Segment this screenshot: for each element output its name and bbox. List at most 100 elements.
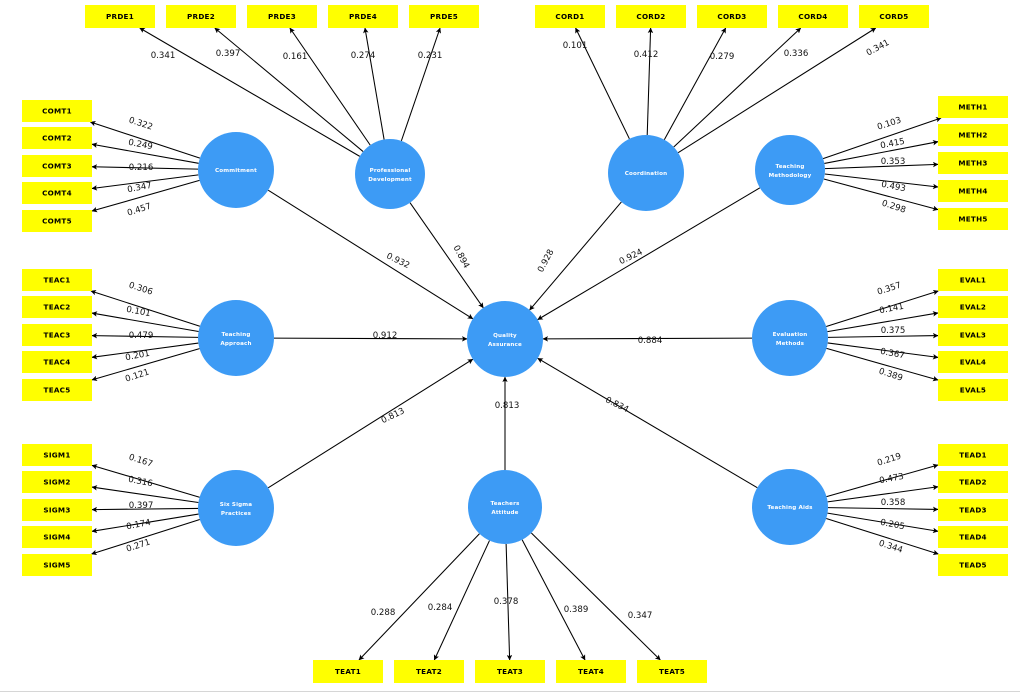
indicator-sigm1[interactable]: SIGM1 xyxy=(22,444,92,466)
indicator-box[interactable] xyxy=(938,152,1008,174)
indicator-meth3[interactable]: METH3 xyxy=(938,152,1008,174)
indicator-sigm4[interactable]: SIGM4 xyxy=(22,526,92,548)
indicator-box[interactable] xyxy=(859,5,929,28)
latent-circle[interactable] xyxy=(355,139,425,209)
indicator-comt1[interactable]: COMT1 xyxy=(22,100,92,122)
indicator-box[interactable] xyxy=(637,660,707,683)
indicator-prde5[interactable]: PRDE5 xyxy=(409,5,479,28)
indicator-cord4[interactable]: CORD4 xyxy=(778,5,848,28)
indicator-box[interactable] xyxy=(535,5,605,28)
indicator-teat5[interactable]: TEAT5 xyxy=(637,660,707,683)
latent-circle[interactable] xyxy=(198,300,274,376)
indicator-box[interactable] xyxy=(22,269,92,291)
indicator-teac5[interactable]: TEAC5 xyxy=(22,379,92,401)
indicator-box[interactable] xyxy=(22,210,92,232)
indicator-meth4[interactable]: METH4 xyxy=(938,180,1008,202)
indicator-teac4[interactable]: TEAC4 xyxy=(22,351,92,373)
indicator-box[interactable] xyxy=(938,296,1008,318)
indicator-tead1[interactable]: TEAD1 xyxy=(938,444,1008,466)
indicator-box[interactable] xyxy=(938,379,1008,401)
indicator-sigm5[interactable]: SIGM5 xyxy=(22,554,92,576)
indicator-teat3[interactable]: TEAT3 xyxy=(475,660,545,683)
indicator-teac1[interactable]: TEAC1 xyxy=(22,269,92,291)
indicator-comt2[interactable]: COMT2 xyxy=(22,127,92,149)
indicator-prde4[interactable]: PRDE4 xyxy=(328,5,398,28)
indicator-eval4[interactable]: EVAL4 xyxy=(938,351,1008,373)
indicator-comt4[interactable]: COMT4 xyxy=(22,182,92,204)
indicator-box[interactable] xyxy=(22,471,92,493)
indicator-box[interactable] xyxy=(22,155,92,177)
indicator-box[interactable] xyxy=(616,5,686,28)
indicator-eval3[interactable]: EVAL3 xyxy=(938,324,1008,346)
indicator-box[interactable] xyxy=(938,471,1008,493)
indicator-cord2[interactable]: CORD2 xyxy=(616,5,686,28)
indicator-box[interactable] xyxy=(938,208,1008,230)
indicator-cord3[interactable]: CORD3 xyxy=(697,5,767,28)
latent-circle[interactable] xyxy=(755,135,825,205)
indicator-box[interactable] xyxy=(22,444,92,466)
indicator-box[interactable] xyxy=(938,124,1008,146)
indicator-box[interactable] xyxy=(938,324,1008,346)
indicator-box[interactable] xyxy=(938,180,1008,202)
indicator-cord5[interactable]: CORD5 xyxy=(859,5,929,28)
indicator-box[interactable] xyxy=(394,660,464,683)
indicator-teat1[interactable]: TEAT1 xyxy=(313,660,383,683)
indicator-box[interactable] xyxy=(85,5,155,28)
indicator-box[interactable] xyxy=(938,444,1008,466)
latent-circle[interactable] xyxy=(468,470,542,544)
indicator-cord1[interactable]: CORD1 xyxy=(535,5,605,28)
indicator-box[interactable] xyxy=(938,269,1008,291)
latent-circle[interactable] xyxy=(752,469,828,545)
indicator-comt3[interactable]: COMT3 xyxy=(22,155,92,177)
indicator-tead4[interactable]: TEAD4 xyxy=(938,526,1008,548)
latent-circle[interactable] xyxy=(198,132,274,208)
indicator-box[interactable] xyxy=(22,296,92,318)
indicator-box[interactable] xyxy=(22,182,92,204)
indicator-box[interactable] xyxy=(328,5,398,28)
indicator-box[interactable] xyxy=(247,5,317,28)
indicator-teac2[interactable]: TEAC2 xyxy=(22,296,92,318)
indicator-box[interactable] xyxy=(556,660,626,683)
latent-node-aids[interactable]: Teaching Aids xyxy=(752,469,828,545)
indicator-box[interactable] xyxy=(22,499,92,521)
latent-node-commitment[interactable]: Commitment xyxy=(198,132,274,208)
indicator-box[interactable] xyxy=(938,554,1008,576)
indicator-eval1[interactable]: EVAL1 xyxy=(938,269,1008,291)
latent-circle[interactable] xyxy=(198,470,274,546)
indicator-box[interactable] xyxy=(409,5,479,28)
indicator-meth5[interactable]: METH5 xyxy=(938,208,1008,230)
indicator-prde1[interactable]: PRDE1 xyxy=(85,5,155,28)
latent-circle[interactable] xyxy=(752,300,828,376)
indicator-box[interactable] xyxy=(778,5,848,28)
indicator-sigm2[interactable]: SIGM2 xyxy=(22,471,92,493)
indicator-box[interactable] xyxy=(697,5,767,28)
indicator-tead2[interactable]: TEAD2 xyxy=(938,471,1008,493)
indicator-eval5[interactable]: EVAL5 xyxy=(938,379,1008,401)
indicator-box[interactable] xyxy=(22,526,92,548)
indicator-box[interactable] xyxy=(475,660,545,683)
indicator-box[interactable] xyxy=(313,660,383,683)
indicator-eval2[interactable]: EVAL2 xyxy=(938,296,1008,318)
indicator-box[interactable] xyxy=(938,499,1008,521)
indicator-box[interactable] xyxy=(22,554,92,576)
indicator-sigm3[interactable]: SIGM3 xyxy=(22,499,92,521)
indicator-prde2[interactable]: PRDE2 xyxy=(166,5,236,28)
indicator-teat4[interactable]: TEAT4 xyxy=(556,660,626,683)
indicator-meth2[interactable]: METH2 xyxy=(938,124,1008,146)
indicator-box[interactable] xyxy=(22,379,92,401)
indicator-meth1[interactable]: METH1 xyxy=(938,96,1008,118)
indicator-box[interactable] xyxy=(938,526,1008,548)
indicator-prde3[interactable]: PRDE3 xyxy=(247,5,317,28)
indicator-teac3[interactable]: TEAC3 xyxy=(22,324,92,346)
indicator-box[interactable] xyxy=(166,5,236,28)
indicator-tead3[interactable]: TEAD3 xyxy=(938,499,1008,521)
indicator-box[interactable] xyxy=(22,324,92,346)
latent-circle[interactable] xyxy=(608,135,684,211)
indicator-comt5[interactable]: COMT5 xyxy=(22,210,92,232)
